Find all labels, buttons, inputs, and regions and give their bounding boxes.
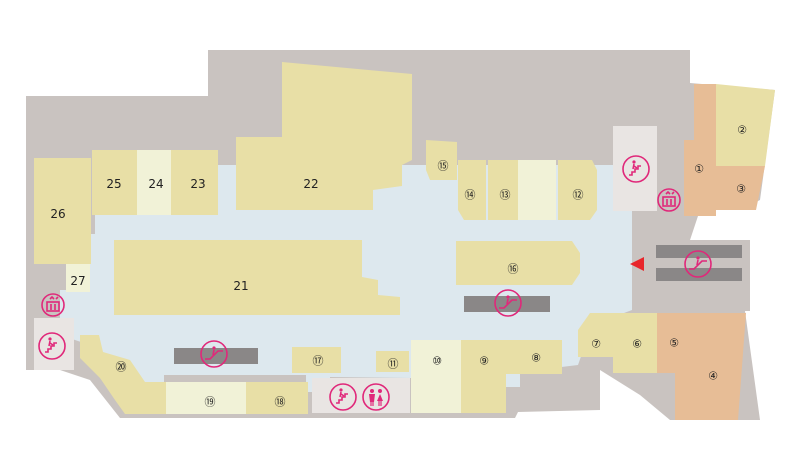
escalator-icon — [200, 340, 228, 368]
elevator-icon — [657, 188, 681, 212]
store-9-area — [461, 340, 506, 413]
store-label-s6: ⑥ — [632, 338, 642, 351]
store-label-s16: ⑯ — [508, 263, 519, 276]
store-4-area — [675, 313, 746, 420]
store-18-area — [246, 382, 308, 414]
store-2-area — [716, 84, 775, 166]
store-label-s4: ④ — [708, 370, 718, 383]
entrance-arrow-icon — [630, 257, 644, 271]
store-label-s14: ⑭ — [465, 189, 476, 202]
store-11-area — [376, 351, 409, 372]
store-label-s24: 24 — [148, 177, 163, 191]
store-label-s2: ② — [737, 124, 747, 137]
store-7-area — [578, 313, 613, 357]
escalator-icon — [684, 250, 712, 278]
store-22-area — [236, 62, 412, 210]
store-label-s20: ⑳ — [116, 361, 127, 374]
store-label-s27: 27 — [70, 274, 85, 288]
store-label-s11: ⑪ — [388, 358, 399, 371]
store-labels: ① ② ③ ④ ⑤ ⑥ ⑦ ⑧ ⑨ ⑩ ⑪ ⑫ ⑬ ⑭ ⑮ ⑯ ⑰ ⑱ ⑲ ⑳ 21 22 23 24 25 26 27 — [50, 124, 747, 409]
escalator-bottom-right — [656, 268, 742, 281]
store-label-s25: 25 — [106, 177, 121, 191]
store-21-area — [114, 240, 400, 315]
store-20-area — [80, 335, 166, 414]
store-label-s1: ① — [694, 163, 704, 176]
store-10-area — [411, 340, 461, 413]
store-16-area — [456, 241, 580, 285]
store-label-s9: ⑨ — [479, 355, 489, 368]
store-label-s21: 21 — [233, 279, 248, 293]
store-label-s8: ⑧ — [531, 352, 541, 365]
restroom-icon — [362, 383, 390, 411]
store-label-s19: ⑲ — [205, 396, 216, 409]
store-label-s23: 23 — [190, 177, 205, 191]
store-3-area — [716, 166, 765, 210]
store-6-area — [613, 313, 657, 373]
store-15-area — [426, 140, 457, 180]
store-24-area — [137, 150, 171, 215]
escalator-icon — [494, 289, 522, 317]
store-12-area — [558, 160, 597, 220]
escalator-left — [174, 348, 258, 364]
restroom-area — [312, 378, 410, 413]
store-label-s18: ⑱ — [275, 396, 286, 409]
stairs-icon — [329, 383, 357, 411]
store-23-area — [171, 150, 218, 215]
store-label-s15: ⑮ — [438, 160, 449, 173]
store-12-area-light — [518, 160, 556, 220]
store-label-s10: ⑩ — [432, 355, 442, 368]
stairs-icon — [622, 155, 650, 183]
store-27-area — [66, 264, 90, 292]
store-label-s12: ⑫ — [573, 189, 584, 202]
store-label-s3: ③ — [736, 183, 746, 196]
store-label-s5: ⑤ — [669, 337, 679, 350]
store-label-s22: 22 — [303, 177, 318, 191]
stairs-icon — [38, 332, 66, 360]
store-label-s13: ⑬ — [500, 189, 511, 202]
store-label-s7: ⑦ — [591, 338, 601, 351]
store-17-area — [292, 347, 341, 373]
store-13-area — [488, 160, 518, 220]
store-19-area — [166, 382, 246, 414]
store-14-area — [458, 160, 486, 220]
store-1-area — [684, 84, 716, 216]
store-25-area — [92, 150, 137, 215]
store-label-s26: 26 — [50, 207, 65, 221]
store-label-s17: ⑰ — [313, 355, 324, 368]
store-8-area — [506, 340, 562, 374]
store-26-area — [34, 158, 91, 264]
store-5-area — [657, 313, 690, 373]
elevator-icon — [41, 293, 65, 317]
